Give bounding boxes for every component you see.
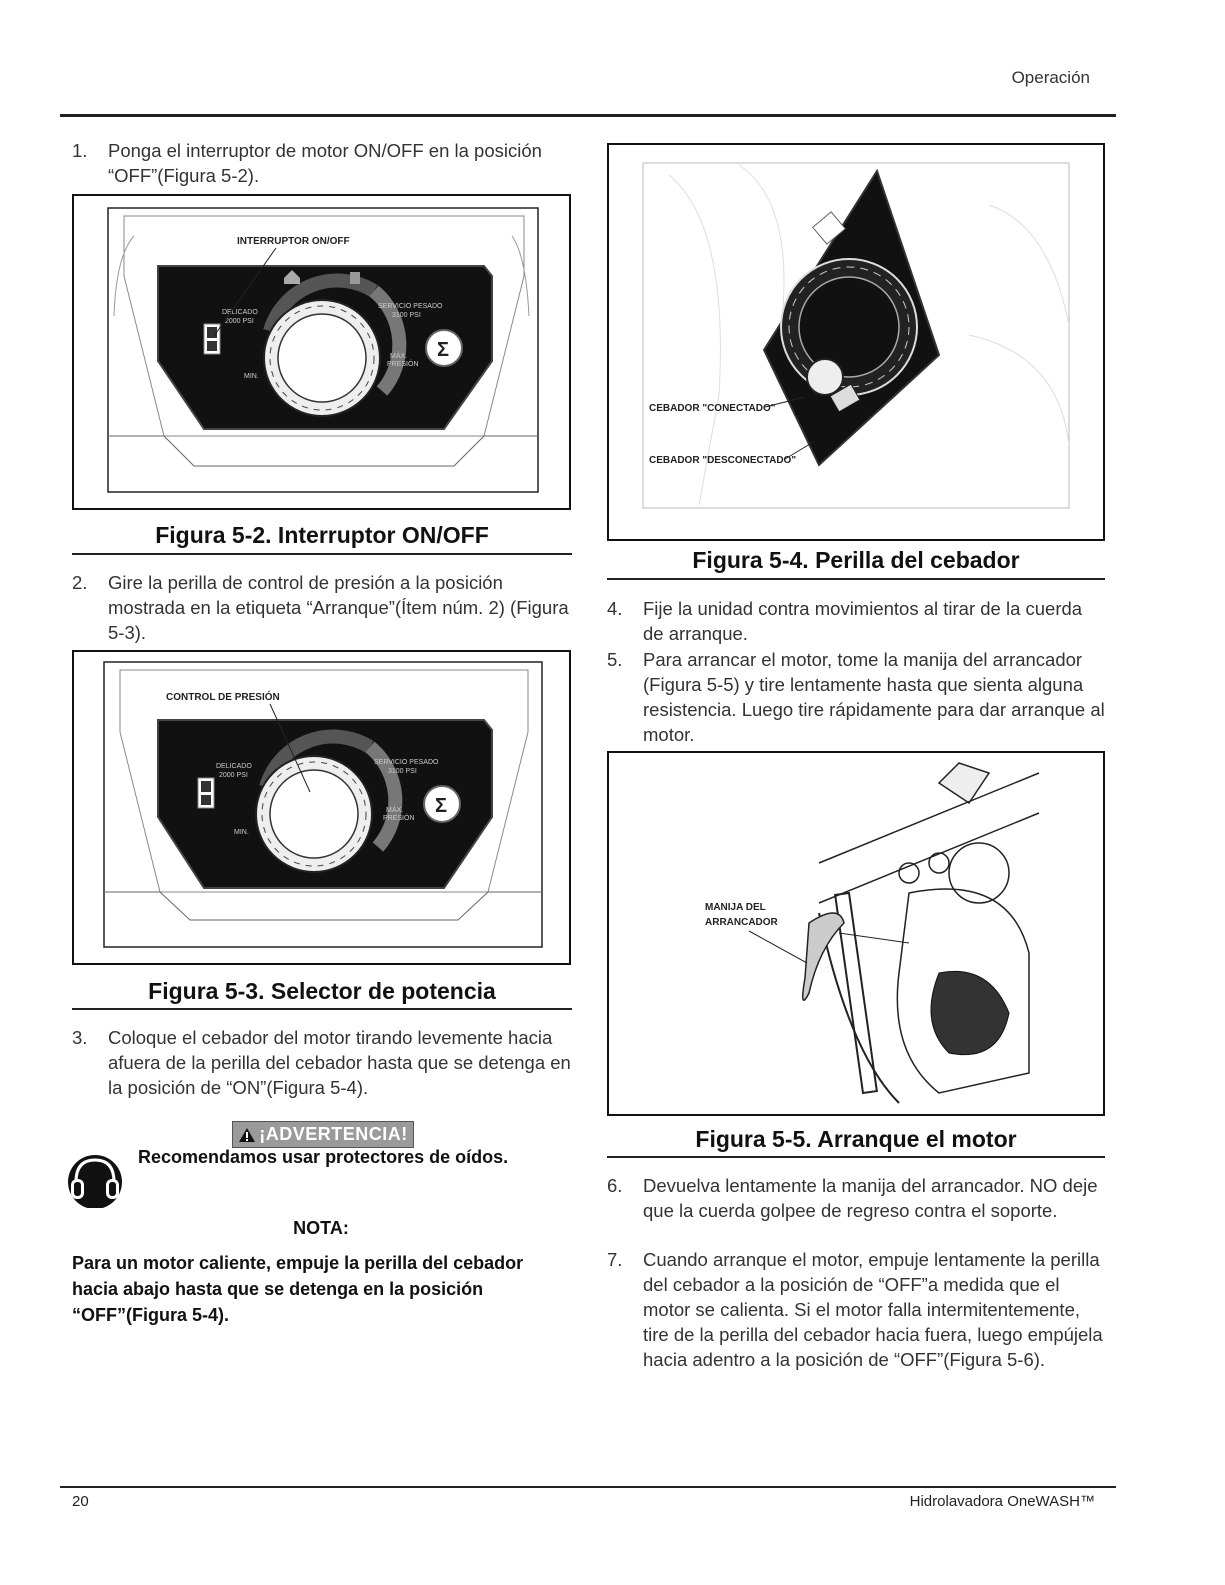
- step-number: 4.: [607, 598, 623, 619]
- caption-rule: [607, 1156, 1105, 1158]
- panel-delicado: DELICADO: [222, 309, 258, 316]
- callout-manija-line2: ARRANCADOR: [705, 917, 779, 928]
- step-text: Coloque el cebador del motor tirando lev…: [108, 1027, 571, 1098]
- callout-interruptor: INTERRUPTOR ON/OFF: [237, 236, 350, 247]
- caption-rule: [607, 578, 1105, 580]
- panel-delicado-psi: 2000 PSI: [225, 318, 254, 325]
- panel-max: MÁX.: [390, 351, 407, 360]
- warning-text: Recomendamos usar protectores de oídos.: [138, 1147, 509, 1167]
- step-4: 4. Fije la unidad contra movimientos al …: [607, 596, 1105, 648]
- figure-5-2-caption: Figura 5-2. Interruptor ON/OFF: [155, 522, 489, 548]
- svg-text:Σ: Σ: [437, 339, 449, 361]
- panel-servicio: SERVICIO PESADO: [374, 759, 439, 766]
- figure-5-3: Σ DELICADO 2000 PSI SERVICIO PESADO 3100…: [72, 650, 571, 965]
- step-number: 1.: [72, 140, 88, 161]
- callout-cebador-conectado: CEBADOR "CONECTADO": [649, 403, 776, 414]
- step-number: 6.: [607, 1175, 623, 1196]
- step-text: Devuelva lentamente la manija del arranc…: [643, 1175, 1098, 1221]
- figure-5-5: MANIJA DEL ARRANCADOR: [607, 751, 1105, 1116]
- step-number: 5.: [607, 649, 623, 670]
- caption-rule: [72, 553, 572, 555]
- callout-cebador-desconectado: CEBADOR "DESCONECTADO": [649, 455, 796, 466]
- product-name: Hidrolavadora OneWASH™: [909, 1493, 1095, 1510]
- header-rule: [60, 114, 1116, 117]
- step-number: 2.: [72, 572, 88, 593]
- step-text: Gire la perilla de control de presión a …: [108, 572, 569, 643]
- panel-min: MIN.: [234, 829, 249, 836]
- figure-5-5-caption: Figura 5-5. Arranque el motor: [695, 1126, 1017, 1152]
- figure-5-4-illustration: CEBADOR "CONECTADO" CEBADOR "DESCONECTAD…: [642, 162, 1070, 509]
- step-text: Cuando arranque el motor, empuje lentame…: [643, 1249, 1103, 1370]
- figure-5-2-illustration: Σ DELICADO 2000 PSI SERVICIO PESADO 3100…: [107, 207, 539, 493]
- ear-protection-icon: [62, 1152, 128, 1208]
- caption-rule: [72, 1008, 572, 1010]
- figure-5-5-illustration: MANIJA DEL ARRANCADOR: [705, 762, 1040, 1104]
- step-7: 7. Cuando arranque el motor, empuje lent…: [607, 1247, 1105, 1407]
- figure-5-3-illustration: Σ DELICADO 2000 PSI SERVICIO PESADO 3100…: [103, 661, 543, 948]
- step-number: 3.: [72, 1027, 88, 1048]
- panel-presion: PRESIÓN: [383, 813, 415, 822]
- warning-label: ¡ADVERTENCIA!: [259, 1124, 408, 1144]
- warning-triangle-icon: [239, 1127, 256, 1142]
- section-title: Operación: [1011, 68, 1090, 87]
- step-text: Ponga el interruptor de motor ON/OFF en …: [108, 140, 542, 186]
- panel-delicado: DELICADO: [216, 763, 252, 770]
- step-number: 7.: [607, 1249, 623, 1270]
- step-2: 2. Gire la perilla de control de presión…: [72, 570, 572, 646]
- warning-label-box: ¡ADVERTENCIA!: [232, 1121, 414, 1148]
- callout-manija-line1: MANIJA DEL: [705, 902, 766, 913]
- note-text: Para un motor caliente, empuje la perill…: [72, 1253, 524, 1325]
- figure-5-2: Σ DELICADO 2000 PSI SERVICIO PESADO 3100…: [72, 194, 571, 510]
- panel-max: MÁX.: [386, 805, 403, 814]
- figure-5-4: CEBADOR "CONECTADO" CEBADOR "DESCONECTAD…: [607, 143, 1105, 541]
- panel-servicio-psi: 3100 PSI: [388, 768, 417, 775]
- step-1: 1. Ponga el interruptor de motor ON/OFF …: [72, 138, 572, 190]
- svg-text:Σ: Σ: [435, 795, 447, 817]
- panel-delicado-psi: 2000 PSI: [219, 772, 248, 779]
- step-3: 3. Coloque el cebador del motor tirando …: [72, 1025, 572, 1101]
- page-number: 20: [72, 1493, 89, 1510]
- figure-5-4-caption: Figura 5-4. Perilla del cebador: [692, 547, 1020, 573]
- footer-rule: [60, 1486, 1116, 1488]
- callout-control-presion: CONTROL DE PRESIÓN: [166, 690, 280, 703]
- step-5: 5. Para arrancar el motor, tome la manij…: [607, 647, 1105, 747]
- panel-min: MIN.: [244, 373, 259, 380]
- figure-5-3-caption: Figura 5-3. Selector de potencia: [148, 978, 496, 1004]
- note-title: NOTA:: [293, 1218, 349, 1238]
- panel-presion: PRESIÓN: [387, 359, 419, 368]
- panel-servicio: SERVICIO PESADO: [378, 303, 443, 310]
- step-6: 6. Devuelva lentamente la manija del arr…: [607, 1173, 1105, 1249]
- step-text: Para arrancar el motor, tome la manija d…: [643, 649, 1105, 745]
- panel-servicio-psi: 3100 PSI: [392, 312, 421, 319]
- step-text: Fije la unidad contra movimientos al tir…: [643, 598, 1083, 644]
